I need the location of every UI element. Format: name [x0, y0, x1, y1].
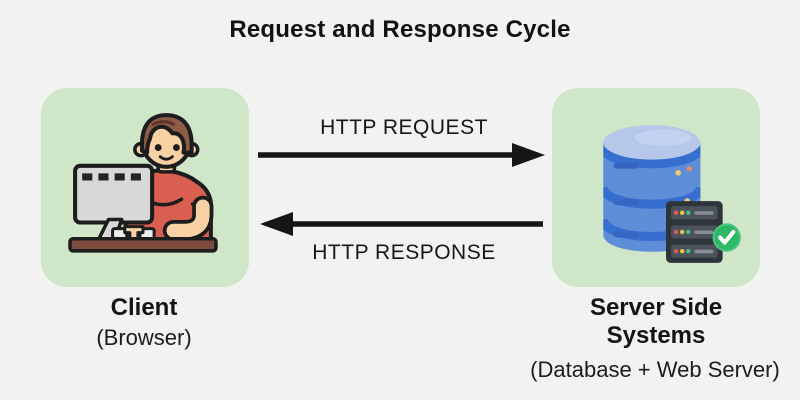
right-eye	[172, 144, 180, 151]
checkmark-icon	[712, 223, 741, 252]
desk	[68, 236, 218, 253]
database-dash	[613, 162, 639, 169]
dot-red	[686, 165, 693, 172]
client-node-label: Client	[110, 294, 178, 321]
database-top-sheen	[634, 129, 692, 146]
server-node-label: Server Side Systems	[589, 294, 723, 349]
forearm	[166, 199, 210, 238]
client-node-sublabel: (Browser)	[96, 325, 192, 350]
database-server-icon	[603, 125, 741, 263]
http-request-label: HTTP REQUEST	[320, 116, 488, 139]
hair-streak	[151, 120, 175, 126]
smile	[158, 155, 174, 161]
request-arrow-right-icon	[258, 143, 545, 167]
left-eye	[154, 144, 162, 151]
person-at-computer-icon	[68, 113, 218, 253]
page-title: Request and Response Cycle	[229, 16, 571, 43]
server-node-sublabel: (Database + Web Server)	[530, 357, 780, 382]
dot-yellow	[675, 169, 681, 176]
database-dash	[613, 231, 639, 238]
server-node-box	[552, 88, 760, 287]
server-rack	[666, 201, 723, 263]
client-node-box	[41, 88, 249, 287]
http-response-label: HTTP RESPONSE	[312, 241, 496, 264]
database-dash	[613, 199, 639, 206]
response-arrow-left-icon	[260, 212, 543, 236]
